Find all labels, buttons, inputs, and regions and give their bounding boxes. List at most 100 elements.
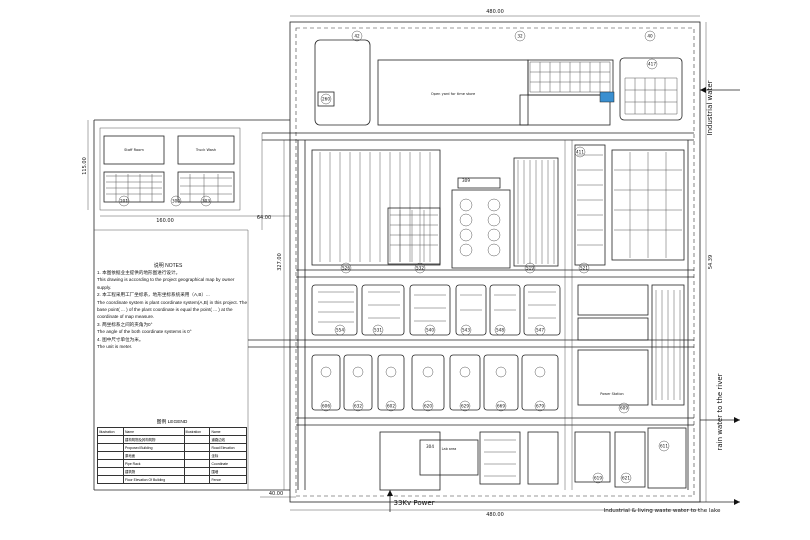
legend-row: Floor Elevation Of Building Fence xyxy=(97,475,247,484)
tag-number: 42 xyxy=(354,34,360,39)
waste-water-label: Industrial & living waste water to the l… xyxy=(604,508,721,514)
building-tags xyxy=(118,30,670,484)
left-offset-dimension: 40.00 xyxy=(269,491,283,497)
legend-cell: Floor Elevation Of Building xyxy=(122,475,185,484)
tag-number: 602 xyxy=(387,404,395,409)
top-width-dimension: 480.00 xyxy=(486,9,504,15)
legend-header-row: Illustration Name Illustration Name xyxy=(97,427,247,436)
legend-row: 原地面 坐标 xyxy=(97,451,247,460)
process-block-lower xyxy=(311,354,687,491)
open-yard-label: Open yard for time store xyxy=(431,92,476,96)
tag-number: 621 xyxy=(622,476,630,481)
legend-cell xyxy=(97,467,124,476)
legend-cell xyxy=(183,467,211,476)
tag-number: 260 xyxy=(322,97,330,102)
tag-number: 304 xyxy=(426,444,434,449)
tag-number: 521 xyxy=(580,266,588,271)
tag-number: 629 xyxy=(461,404,469,409)
legend-header: Illustration xyxy=(183,427,211,436)
legend-cell: Coordinate xyxy=(209,459,247,468)
legend-header: Illustration xyxy=(97,427,124,436)
tag-number: 201 xyxy=(120,199,128,204)
legend-cell xyxy=(97,475,124,484)
notes-title: 说明 NOTES xyxy=(153,263,183,269)
legend-header: Name xyxy=(209,427,247,436)
tag-number: 300 xyxy=(172,199,180,204)
process-block-middle xyxy=(311,284,685,406)
tag-number: 611 xyxy=(660,444,668,449)
dimension-lines xyxy=(87,15,707,511)
notes-block: 说明 NOTES 1. 本图依据业主提供的地形图进行设计。 This drawi… xyxy=(97,262,249,482)
legend-cell: 建筑物 xyxy=(122,467,185,476)
north-zone xyxy=(314,39,683,126)
east-label: 54.39 xyxy=(708,255,714,269)
area-labels: Open yard for time store Staff Room Truc… xyxy=(124,92,624,451)
legend-cell xyxy=(97,459,124,468)
note-line: The unit is meter. xyxy=(97,344,133,350)
flow-labels: Industrial water rain water to the river… xyxy=(393,80,724,514)
tag-number: 606 xyxy=(322,404,330,409)
bottom-width-dimension: 480.00 xyxy=(486,512,504,518)
legend-cell: 道路边线 xyxy=(209,435,247,444)
tag-number: 531 xyxy=(374,328,382,333)
note-line: 4. 图中尺寸单位为米。 xyxy=(97,336,144,342)
legend-cell xyxy=(97,451,124,460)
road-offset-dimension: 64.00 xyxy=(257,215,271,221)
tag-number: 554 xyxy=(336,328,344,333)
legend-table: Illustration Name Illustration Name 建构筑物… xyxy=(97,427,247,484)
flow-arrows xyxy=(387,87,740,512)
tag-number: 532 xyxy=(416,266,424,271)
staff-room-label: Staff Room xyxy=(124,148,144,152)
legend-cell xyxy=(183,435,211,444)
legend-row: 建筑物 围墙 xyxy=(97,467,247,476)
tag-number: 669 xyxy=(497,404,505,409)
industrial-water-label: Industrial water xyxy=(706,80,714,135)
tag-number: 32 xyxy=(517,34,523,39)
tag-number: 609 xyxy=(620,406,628,411)
tag-number: 619 xyxy=(594,476,602,481)
legend-cell: 坐标 xyxy=(209,451,247,460)
tag-number: 632 xyxy=(354,404,362,409)
staff-width-dimension: 160.00 xyxy=(156,218,174,224)
legend-header: Name xyxy=(122,427,185,436)
tag-number: 548 xyxy=(496,328,504,333)
rain-water-label: rain water to the river xyxy=(716,373,724,450)
legend-cell xyxy=(183,459,211,468)
legend-row: 建构筑物及其构筑物 道路边线 xyxy=(97,435,247,444)
legend-cell: Proposed Building xyxy=(122,443,185,452)
legend-cell: 围墙 xyxy=(209,467,247,476)
tag-number: 526 xyxy=(342,266,350,271)
tag-number: 411 xyxy=(576,150,584,155)
power-label: 33Kv Power xyxy=(393,499,434,507)
legend-cell: 建构筑物及其构筑物 xyxy=(122,435,185,444)
legend-cell xyxy=(97,443,124,452)
tag-numbers: 42 32 40 260 201 300 303 417 411 526 532… xyxy=(120,34,668,481)
site-boundary xyxy=(93,21,701,503)
note-line: 1. 本图依据业主提供的地形图进行设计。 xyxy=(97,270,181,275)
process-block-upper xyxy=(311,144,685,269)
tag-number: 547 xyxy=(536,328,544,333)
note-line: This drawing is according to the project… xyxy=(97,277,235,290)
road-network xyxy=(248,132,694,490)
tag-number: 519 xyxy=(526,266,534,271)
tag-number: 309 xyxy=(462,178,470,183)
legend-cell xyxy=(183,451,211,460)
note-line: The coordinate system is plant coordinat… xyxy=(97,299,248,320)
legend-cell xyxy=(183,475,211,484)
legend-cell xyxy=(97,435,124,444)
west-height-dimension: 327.00 xyxy=(277,253,283,271)
lab-area-label: Lab area xyxy=(442,447,457,451)
legend-cell: Fence xyxy=(209,475,247,484)
tag-number: 303 xyxy=(202,199,210,204)
tag-number: 417 xyxy=(648,62,656,67)
note-line: 2. 本工程采用工厂坐标系，地形坐标系统采用（A,B）... xyxy=(97,292,210,298)
legend-cell xyxy=(183,443,211,452)
legend-title: 图例 LEGEND xyxy=(156,420,188,425)
dimension-values: 480.00 480.00 40.00 160.00 64.00 115.00 … xyxy=(82,9,714,518)
legend-cell: Road Elevation xyxy=(209,443,247,452)
tag-number: 543 xyxy=(462,328,470,333)
staff-zone xyxy=(99,127,241,211)
note-line: 3. 两坐标系之间的夹角为0° xyxy=(97,321,153,327)
staff-height-dimension: 115.00 xyxy=(82,157,88,175)
